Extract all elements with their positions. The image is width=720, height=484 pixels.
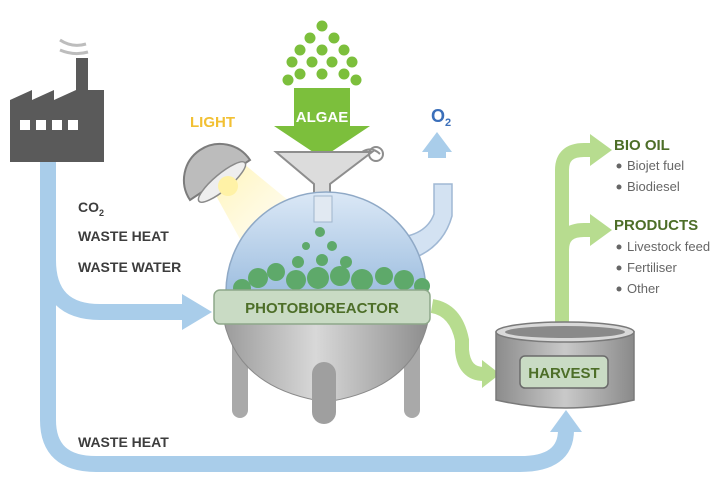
algae-pellet: [294, 44, 306, 56]
algae-bubble: [292, 256, 304, 268]
algae-pellet: [316, 44, 328, 56]
algae-bubble: [267, 263, 285, 281]
algae-pellet: [338, 44, 350, 56]
waste-heat-stream-to-harvest: [40, 260, 574, 472]
products-item-livestock: Livestock feed: [627, 239, 710, 254]
output-streams: [555, 143, 594, 330]
bullet-icon: [616, 286, 622, 292]
photobioreactor-label: PHOTOBIOREACTOR: [245, 300, 399, 317]
algae-pellets: [282, 20, 362, 86]
light-label: LIGHT: [190, 114, 235, 131]
algae-bubble: [302, 242, 310, 250]
algae-bubble: [340, 256, 352, 268]
algae-bubble: [316, 254, 328, 266]
algae-bubble: [351, 269, 373, 291]
arrow-products: [590, 214, 612, 246]
co2-label: CO2: [78, 199, 104, 218]
algae-pellet: [346, 56, 358, 68]
algae-bubble: [330, 266, 350, 286]
algae-bubble: [327, 241, 337, 251]
waste-water-label: WASTE WATER: [78, 259, 181, 275]
algae-pellet: [286, 56, 298, 68]
products-item-fertiliser: Fertiliser: [627, 260, 678, 275]
algae-pellet: [316, 20, 328, 32]
algae-bubble: [394, 270, 414, 290]
arrow-to-harvest: [550, 410, 582, 432]
photobioreactor: [213, 191, 431, 424]
co2-stream: [40, 160, 574, 472]
algae-pellet: [338, 68, 350, 80]
bio-oil-item-biodiesel: Biodiesel: [627, 179, 680, 194]
algae-bubble: [286, 270, 306, 290]
bullet-icon: [616, 163, 622, 169]
waste-heat-label: WASTE HEAT: [78, 228, 169, 244]
harvest-label-box: [519, 355, 609, 389]
algae-bubble: [315, 227, 325, 237]
oxygen-arrow: [422, 132, 452, 158]
bullet-icon: [616, 184, 622, 190]
photobioreactor-band: [213, 289, 431, 325]
algae-bubble: [307, 267, 329, 289]
products-item-other: Other: [627, 281, 660, 296]
algae-bubble: [248, 268, 268, 288]
algae-bubbles: [233, 227, 430, 297]
algae-pellet: [350, 74, 362, 86]
products-title: PRODUCTS: [614, 217, 698, 234]
factory-icon: [10, 38, 104, 162]
algae-pellet: [306, 56, 318, 68]
arrow-bio-oil: [590, 134, 612, 166]
algae-pellet: [304, 32, 316, 44]
arrow-to-harvest-green: [482, 360, 500, 388]
algae-bubble: [375, 267, 393, 285]
algae-pellet: [328, 32, 340, 44]
bio-oil-title: BIO OIL: [614, 137, 670, 154]
oxygen-label: O2: [431, 106, 451, 129]
harvest-label: HARVEST: [528, 365, 599, 382]
algae-pellet: [326, 56, 338, 68]
algae-pellet: [282, 74, 294, 86]
algae-arrow: [274, 88, 370, 158]
bullet-icon: [616, 265, 622, 271]
bio-oil-item-biojet: Biojet fuel: [627, 158, 684, 173]
harvest-tank: [495, 321, 635, 409]
reactor-output-stream: [430, 299, 485, 381]
algae-label: ALGAE: [296, 109, 349, 126]
algae-pellet: [316, 68, 328, 80]
waste-heat-bottom-label: WASTE HEAT: [78, 434, 169, 450]
arrow-to-reactor: [182, 294, 212, 330]
bullet-icon: [616, 244, 622, 250]
lamp-icon: [182, 142, 252, 203]
algae-pellet: [294, 68, 306, 80]
